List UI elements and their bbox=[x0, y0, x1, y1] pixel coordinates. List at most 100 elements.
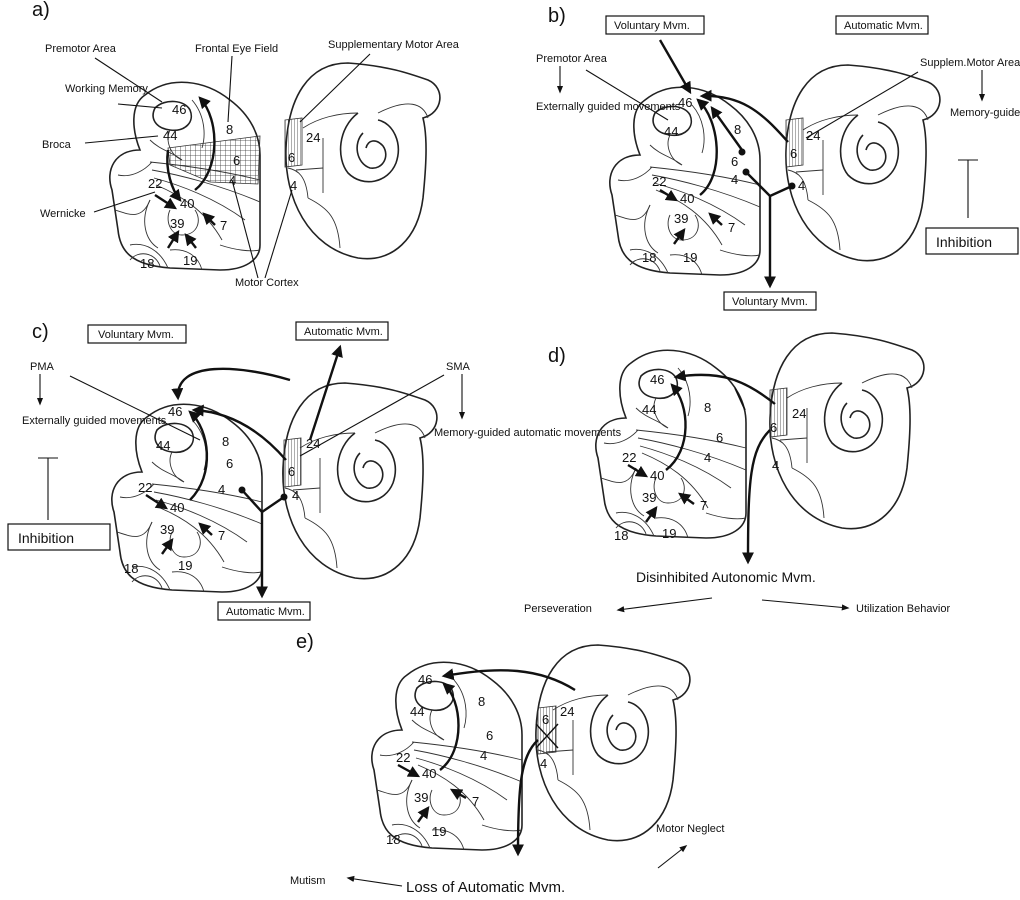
arrow-19-to-39-b bbox=[186, 235, 196, 248]
panel-d-lateral-brain bbox=[596, 350, 746, 538]
pointer-working-memory bbox=[118, 104, 162, 108]
d-area-39: 39 bbox=[642, 490, 656, 505]
c-automatic-label: Automatic Mvm. bbox=[304, 326, 383, 338]
label-supplementary-motor-area: Supplementary Motor Area bbox=[328, 39, 460, 51]
e-area-40: 40 bbox=[422, 766, 436, 781]
d-arrow-perseveration bbox=[618, 598, 712, 610]
e-19-to-39 bbox=[418, 808, 428, 822]
panel-b: b) Voluntary Mvm. Automatic Mvm. Premoto… bbox=[536, 5, 1020, 310]
panel-b-letter: b) bbox=[548, 5, 566, 27]
b-area-6: 6 bbox=[731, 154, 738, 169]
d-area-6: 6 bbox=[716, 430, 723, 445]
e-area-4: 4 bbox=[480, 748, 487, 763]
b-area-46: 46 bbox=[678, 95, 692, 110]
panel-a: a) Premotor Area Frontal Eye Field Suppl… bbox=[32, 0, 460, 289]
b-automatic-label: Automatic Mvm. bbox=[844, 20, 923, 32]
b-inhibition-label: Inhibition bbox=[936, 234, 992, 250]
area-39: 39 bbox=[170, 216, 184, 231]
pointer-motor-cortex-2 bbox=[265, 190, 292, 278]
c-sma-area-6: 6 bbox=[288, 464, 295, 479]
d-lesion-mark bbox=[735, 388, 745, 410]
d-area-46: 46 bbox=[650, 372, 664, 387]
c-memory-guided: Memory-guided automatic movements bbox=[434, 427, 622, 439]
panel-a-letter: a) bbox=[32, 0, 50, 21]
pointer-motor-cortex-1 bbox=[232, 180, 258, 278]
d-area-19: 19 bbox=[662, 526, 676, 541]
b-area-4: 4 bbox=[731, 172, 738, 187]
panel-a-medial-brain bbox=[286, 63, 440, 259]
panel-e: e) 46 44 8 6 4 22 40 39 7 18 19 6 24 4 bbox=[290, 631, 724, 896]
d-sma-area-6: 6 bbox=[770, 420, 777, 435]
area-6: 6 bbox=[233, 153, 240, 168]
panel-c-medial-brain bbox=[283, 383, 437, 579]
e-area-46: 46 bbox=[418, 672, 432, 687]
c-area-40: 40 bbox=[170, 500, 184, 515]
e-40-to-46 bbox=[440, 684, 459, 770]
e-area-19: 19 bbox=[432, 824, 446, 839]
b-voluntary-to-46 bbox=[660, 40, 690, 92]
panel-c: c) Voluntary Mvm. Automatic Mvm. PMA Ext… bbox=[8, 321, 622, 620]
c-area-22: 22 bbox=[138, 480, 152, 495]
c-externally-guided: Externally guided movements bbox=[22, 415, 167, 427]
arrow-22-to-40 bbox=[155, 195, 175, 208]
d-arrow-utilization bbox=[762, 600, 848, 608]
e-arrow-mutism bbox=[348, 878, 402, 886]
e-sma-area-24: 24 bbox=[560, 704, 574, 719]
sma-area-6: 6 bbox=[288, 150, 295, 165]
c-area-8: 8 bbox=[222, 434, 229, 449]
area-19: 19 bbox=[183, 253, 197, 268]
c-automatic-to-46 bbox=[178, 369, 290, 398]
label-frontal-eye-field: Frontal Eye Field bbox=[195, 43, 278, 55]
b-area-39: 39 bbox=[674, 211, 688, 226]
b-sma-area-6: 6 bbox=[790, 146, 797, 161]
d-40-to-46 bbox=[666, 385, 686, 470]
e-output-arrow bbox=[518, 740, 538, 854]
area-46: 46 bbox=[172, 102, 186, 117]
arrow-19-to-39-a bbox=[168, 232, 178, 248]
panel-c-letter: c) bbox=[32, 321, 49, 343]
c-area-19: 19 bbox=[178, 558, 192, 573]
b-area-22: 22 bbox=[652, 174, 666, 189]
e-sma-area-6: 6 bbox=[542, 712, 549, 727]
panel-e-medial-brain bbox=[536, 645, 690, 841]
c-area-46: 46 bbox=[168, 404, 182, 419]
sma-area-4: 4 bbox=[290, 178, 297, 193]
pointer-premotor bbox=[95, 58, 162, 102]
e-motor-neglect-label: Motor Neglect bbox=[656, 823, 724, 835]
d-19-to-39 bbox=[646, 508, 656, 522]
c-inhibition-label: Inhibition bbox=[18, 530, 74, 546]
b-area-40: 40 bbox=[680, 191, 694, 206]
area-8: 8 bbox=[226, 122, 233, 137]
b-converge-1 bbox=[746, 172, 770, 196]
b-area-7: 7 bbox=[728, 220, 735, 235]
c-area-44: 44 bbox=[156, 438, 170, 453]
c-area-4: 4 bbox=[218, 482, 225, 497]
b-40-to-46 bbox=[698, 100, 717, 195]
c-sma-area-4: 4 bbox=[292, 488, 299, 503]
b-dot-6 bbox=[739, 149, 746, 156]
panel-d-letter: d) bbox=[548, 345, 566, 367]
c-40-to-46 bbox=[190, 412, 207, 500]
panel-c-arrows bbox=[146, 347, 340, 596]
b-area-44: 44 bbox=[664, 124, 678, 139]
d-perseveration-label: Perseveration bbox=[524, 603, 592, 615]
e-mutism-label: Mutism bbox=[290, 875, 325, 887]
c-area-6: 6 bbox=[226, 456, 233, 471]
d-area-7: 7 bbox=[700, 498, 707, 513]
b-suppl-label: Supplem.Motor Area bbox=[920, 57, 1020, 69]
d-area-4: 4 bbox=[704, 450, 711, 465]
b-sma-area-4: 4 bbox=[798, 178, 805, 193]
label-broca: Broca bbox=[42, 139, 72, 151]
b-area-19: 19 bbox=[683, 250, 697, 265]
c-area-39: 39 bbox=[160, 522, 174, 537]
e-area-22: 22 bbox=[396, 750, 410, 765]
area-44: 44 bbox=[163, 128, 177, 143]
b-area-8: 8 bbox=[734, 122, 741, 137]
b-7-to-40 bbox=[710, 214, 722, 225]
e-area-39: 39 bbox=[414, 790, 428, 805]
d-22-to-40 bbox=[628, 465, 646, 476]
b-sma-area-24: 24 bbox=[806, 128, 820, 143]
area-4: 4 bbox=[229, 173, 236, 188]
d-7-to-40 bbox=[680, 494, 694, 504]
